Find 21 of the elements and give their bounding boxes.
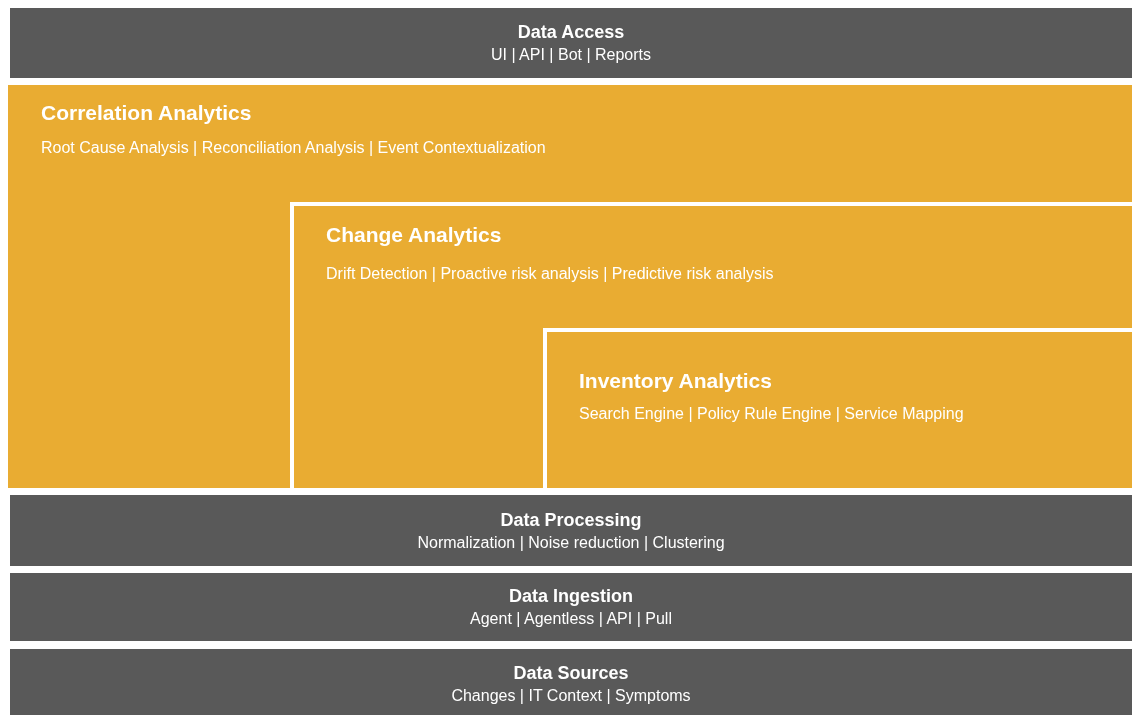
layer-description: Drift Detection | Proactive risk analysis | Predictive risk analysis [326,265,774,283]
layer-bar [10,649,1132,715]
layer-description: Normalization | Noise reduction | Clustering [416,532,726,553]
layer-title: Change Analytics [326,223,502,247]
layer-bar [10,495,1132,566]
layer-panel [290,202,1132,488]
layer-panel [8,85,1132,488]
layer-title: Data Sources [512,662,630,685]
layer-bar [10,8,1132,78]
layer-description: Changes | IT Context | Symptoms [450,686,692,706]
layer-title: Data Ingestion [508,585,634,608]
layer-description: UI | API | Bot | Reports [489,45,653,65]
layer-title: Data Processing [499,508,643,532]
layer-description: Root Cause Analysis | Reconciliation Analysis | Event Contextualization [41,139,546,157]
layer-title: Correlation Analytics [41,101,252,125]
layer-panel [543,328,1132,488]
layer-bar [10,573,1132,641]
layer-title: Data Access [516,21,626,44]
layer-description: Agent | Agentless | API | Pull [469,609,673,629]
layer-description: Search Engine | Policy Rule Engine | Service Mapping [579,405,964,423]
layer-title: Inventory Analytics [579,369,772,393]
